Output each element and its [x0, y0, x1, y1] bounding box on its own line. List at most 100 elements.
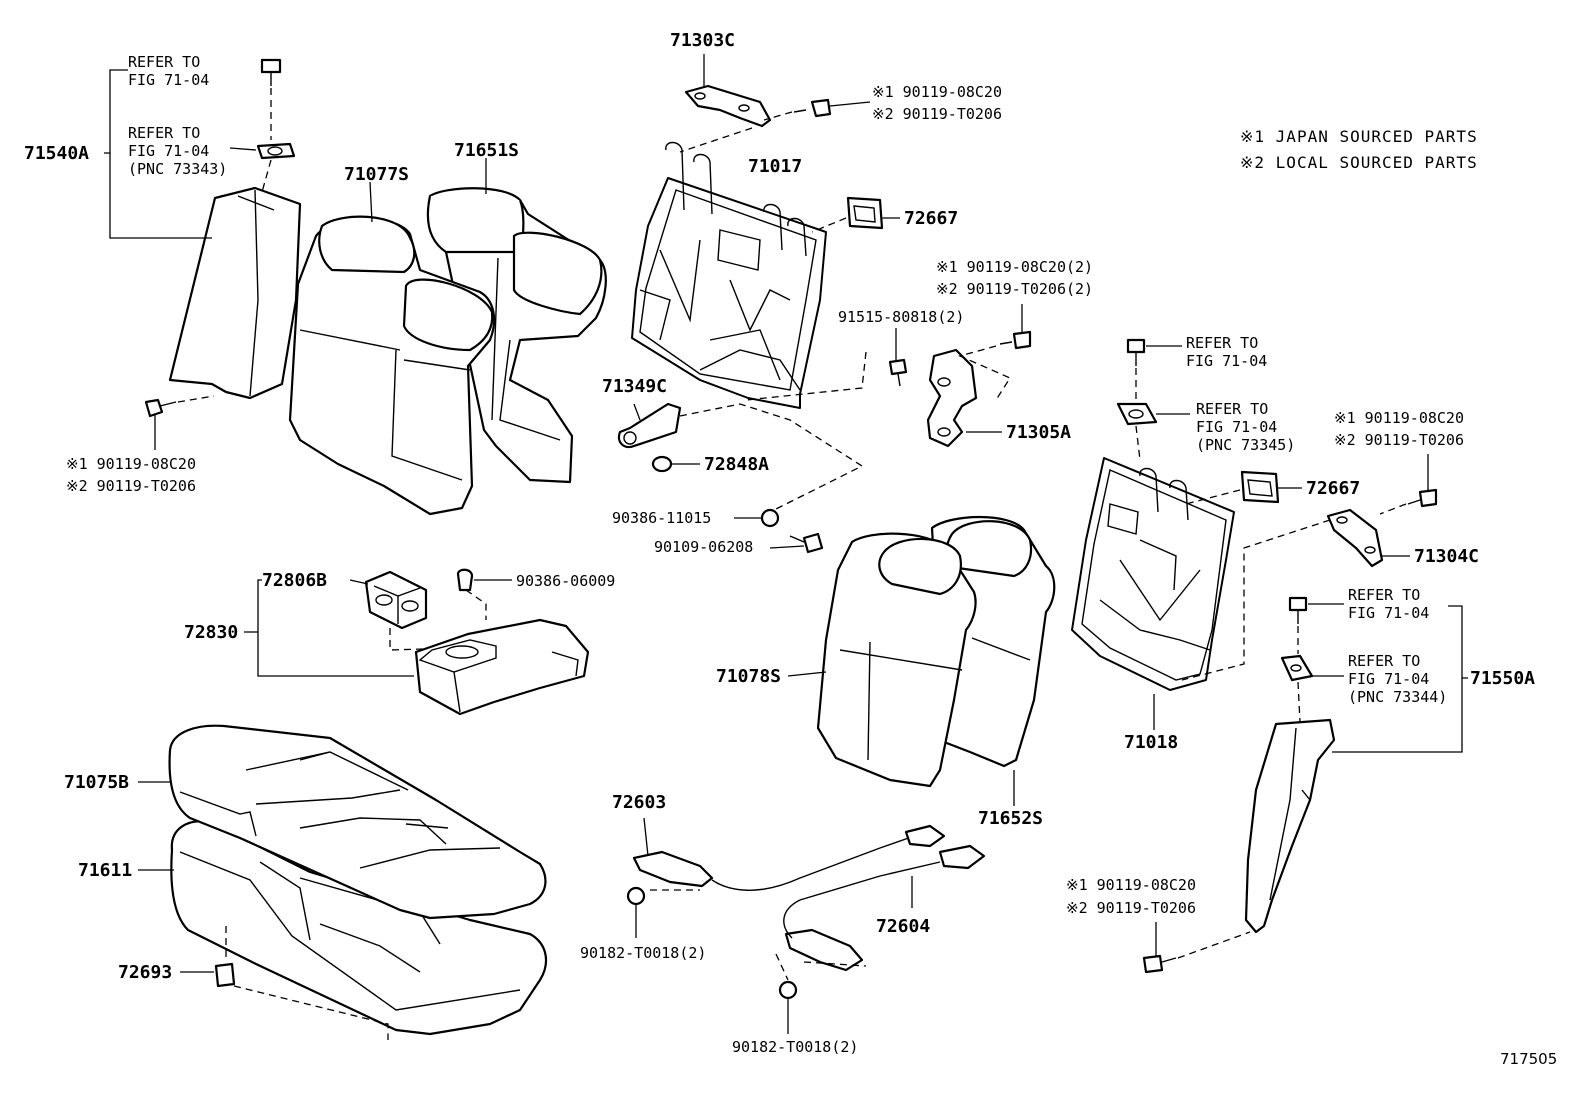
bolt-hinge	[999, 330, 1032, 350]
label-72848a: 72848A	[704, 454, 769, 475]
dash-line	[465, 589, 487, 620]
label-72603: 72603	[612, 792, 666, 813]
note-refer-mid-3: (PNC 73343)	[128, 160, 227, 178]
dash-line	[1185, 489, 1241, 505]
label-71305a: 71305A	[1006, 422, 1071, 443]
note-bolt-90109: 90109-06208	[654, 538, 753, 556]
dash-line	[775, 953, 789, 981]
dash-line	[261, 159, 272, 193]
clip-90386-06009	[456, 568, 474, 592]
seatback-cover-71651s[interactable]	[426, 187, 607, 484]
screw-top-left	[260, 58, 282, 86]
label-71652s: 71652S	[978, 808, 1043, 829]
hinge-71305a[interactable]	[926, 348, 978, 448]
dash-line	[763, 111, 793, 121]
note-bolt-br-1: ※1 90119-08C20	[1066, 876, 1196, 894]
leader-line	[109, 153, 212, 239]
seatback-cover-71077s[interactable]	[288, 215, 496, 516]
ring-72848a[interactable]	[651, 455, 673, 473]
dash-line	[679, 127, 753, 153]
leader-line	[104, 69, 128, 154]
note-bolt-top-2: ※2 90119-T0206	[872, 105, 1002, 123]
note-refer-mid-2: FIG 71-04	[128, 142, 209, 160]
note-hinge-2: ※2 90119-T0206(2)	[936, 280, 1093, 298]
dash-line	[1379, 503, 1407, 515]
note-bolt-left-2: ※2 90119-T0206	[66, 477, 196, 495]
label-71075b: 71075B	[64, 772, 129, 793]
bracket-71304c[interactable]	[1326, 508, 1384, 568]
lever-71349c[interactable]	[617, 402, 682, 449]
leader-line	[349, 579, 369, 585]
cover-72667-lower[interactable]	[1240, 470, 1280, 504]
bolt-right	[1407, 488, 1438, 508]
label-71078s: 71078S	[716, 666, 781, 687]
dash-line	[1181, 519, 1331, 681]
bolt-lower-left	[144, 398, 177, 418]
leader-line	[244, 579, 414, 677]
note-refer-r4-2: FIG 71-04	[1348, 670, 1429, 688]
note-clip-90386-06009: 90386-06009	[516, 572, 615, 590]
label-71651s: 71651S	[454, 140, 519, 161]
cover-72667-upper[interactable]	[846, 196, 884, 230]
dash-line	[233, 985, 389, 1040]
bracket-71303c[interactable]	[684, 84, 772, 128]
cup-holder-72806b[interactable]	[364, 570, 428, 630]
screw-91515	[888, 358, 908, 387]
side-bolster-right[interactable]	[1244, 718, 1336, 934]
dash-line	[803, 961, 867, 967]
side-bolster-left[interactable]	[168, 186, 302, 400]
note-nut-cable-2: 90182-T0018(2)	[732, 1038, 858, 1056]
armrest-72830[interactable]	[414, 618, 590, 716]
clip-right-upper	[1116, 402, 1158, 426]
label-71077s: 71077S	[344, 164, 409, 185]
note-bolt-left-1: ※1 90119-08C20	[66, 455, 196, 473]
note-refer-top-2: FIG 71-04	[128, 71, 209, 89]
note-bolt-br-2: ※2 90119-T0206	[1066, 899, 1196, 917]
release-cable-72604[interactable]	[783, 844, 986, 972]
nut-90386-11015	[760, 508, 780, 528]
label-72693: 72693	[118, 962, 172, 983]
seatback-frame-71018[interactable]	[1071, 457, 1235, 691]
leader-line	[1332, 678, 1463, 753]
legend-japan-sourced: ※1 JAPAN SOURCED PARTS	[1240, 127, 1478, 146]
leader-line	[1448, 605, 1468, 679]
dash-line	[1297, 681, 1301, 723]
leader-line	[633, 403, 641, 421]
label-71303c: 71303C	[670, 30, 735, 51]
note-refer-r1-2: FIG 71-04	[1186, 352, 1267, 370]
note-refer-r2-1: REFER TO	[1196, 400, 1268, 418]
leader-line	[769, 545, 805, 549]
note-bolt-right-2: ※2 90119-T0206	[1334, 431, 1464, 449]
seat-cushion-cover-71075b[interactable]	[168, 724, 547, 920]
leader-line	[643, 817, 649, 857]
note-nut-cable-1: 90182-T0018(2)	[580, 944, 706, 962]
note-bolt-right-1: ※1 90119-08C20	[1334, 409, 1464, 427]
seatback-frame-71017[interactable]	[631, 141, 827, 409]
label-71550a: 71550A	[1470, 668, 1535, 689]
note-refer-r2-3: (PNC 73345)	[1196, 436, 1295, 454]
clip-right-lower	[1280, 654, 1314, 682]
seatback-cover-71078s[interactable]	[816, 532, 977, 788]
leader-line	[229, 147, 257, 151]
note-screw-91515: 91515-80818(2)	[838, 308, 964, 326]
screw-right-bolster	[1288, 596, 1308, 624]
label-71017: 71017	[748, 156, 802, 177]
leader-line	[829, 101, 871, 107]
note-refer-top-1: REFER TO	[128, 53, 200, 71]
note-refer-r2-2: FIG 71-04	[1196, 418, 1277, 436]
label-72667-upper: 72667	[904, 208, 958, 229]
dash-line	[1135, 425, 1141, 461]
release-cable-72603[interactable]	[632, 824, 946, 891]
note-hinge-1: ※1 90119-08C20(2)	[936, 258, 1093, 276]
label-71018: 71018	[1124, 732, 1178, 753]
dash-line	[811, 217, 847, 233]
bolt-90109-06208	[789, 532, 824, 554]
note-refer-r3-1: REFER TO	[1348, 586, 1420, 604]
label-71540a: 71540A	[24, 143, 89, 164]
bolt-71303c	[793, 98, 832, 118]
clip-72693[interactable]	[214, 962, 236, 988]
dash-line	[958, 345, 1011, 401]
illustration-number: 717505	[1500, 1050, 1557, 1068]
note-refer-r1-1: REFER TO	[1186, 334, 1258, 352]
